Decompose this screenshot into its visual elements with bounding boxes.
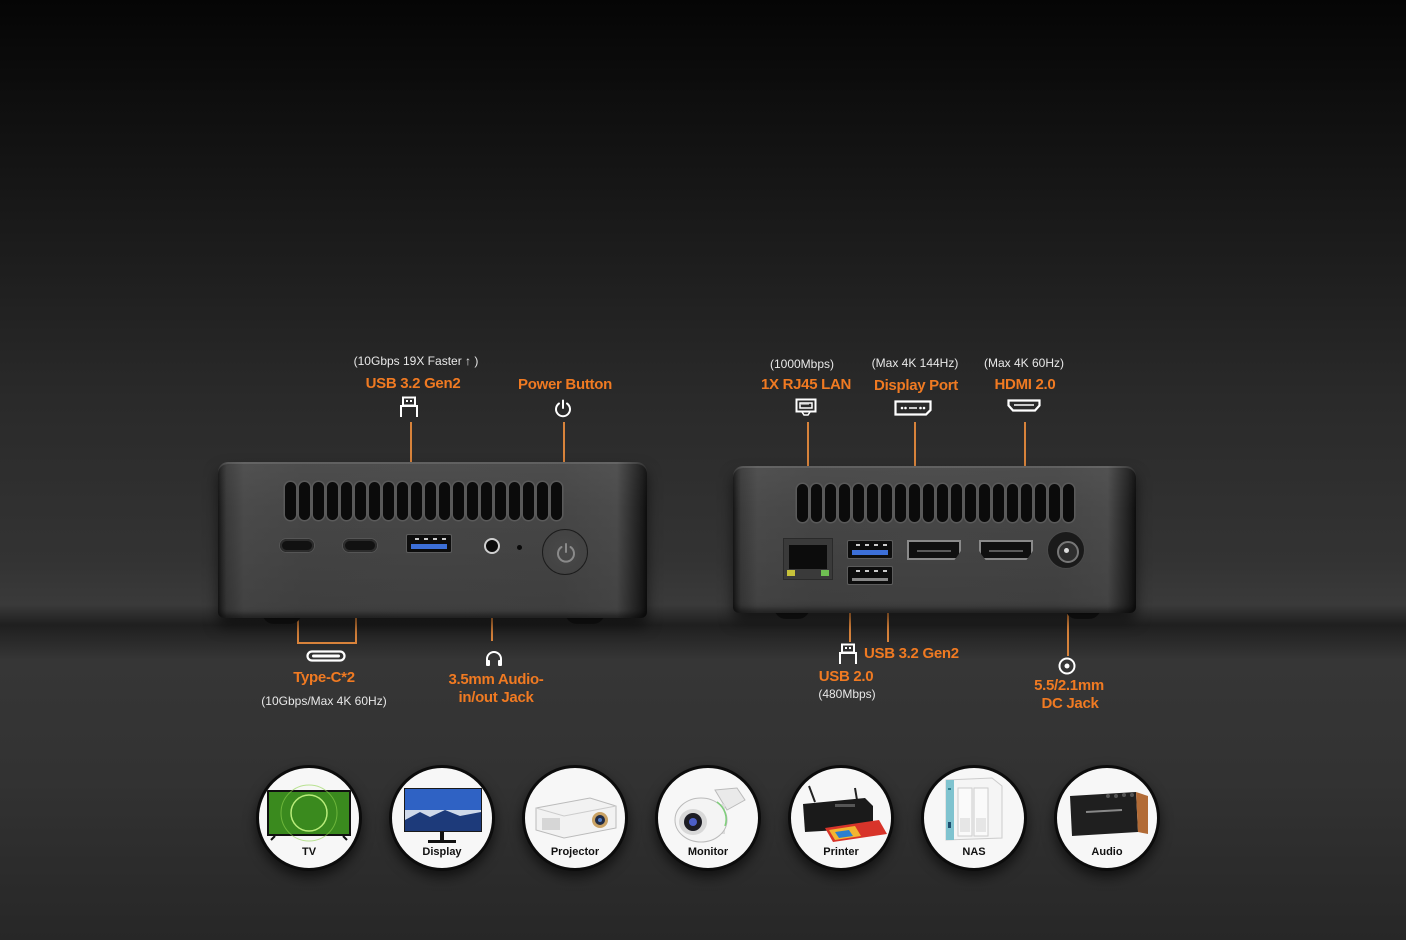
usb20-port xyxy=(847,566,893,585)
usb32-front-spec: (10Gbps 19X Faster ↑ ) xyxy=(353,354,479,368)
power-button-label: Power Button xyxy=(518,376,612,393)
security-camera-icon xyxy=(674,787,746,843)
lan-label: 1X RJ45 LAN xyxy=(760,376,852,393)
displayport-spec: (Max 4K 144Hz) xyxy=(871,356,959,370)
device-caption: NAS xyxy=(962,846,986,858)
device-caption: Projector xyxy=(550,846,600,858)
usb32-front-label: USB 3.2 Gen2 xyxy=(365,375,461,392)
device-circle-monitor: Monitor xyxy=(655,765,761,871)
device-circle-printer: Printer xyxy=(788,765,894,871)
ethernet-icon xyxy=(795,398,817,416)
nas-icon xyxy=(945,777,1003,841)
usb20-label: USB 2.0 xyxy=(818,668,874,685)
hdmi-spec: (Max 4K 60Hz) xyxy=(983,356,1065,370)
headphones-icon xyxy=(486,651,502,666)
audio-label-line1: 3.5mm Audio- xyxy=(448,671,544,688)
dc-jack-port xyxy=(1047,531,1085,569)
status-led xyxy=(517,545,522,550)
power-button[interactable] xyxy=(542,529,588,575)
dc-jack-icon xyxy=(1058,657,1076,675)
usb-c-port-2 xyxy=(343,539,377,552)
displayport-icon xyxy=(894,400,932,416)
vent-grille xyxy=(797,484,1074,522)
typec-label: Type-C*2 xyxy=(293,669,355,686)
audio-label-line2: in/out Jack xyxy=(458,689,534,706)
usb-a-icon xyxy=(400,396,418,417)
mini-pc-rear xyxy=(733,466,1136,613)
usb-c-icon xyxy=(306,650,346,662)
projector-icon xyxy=(535,797,617,839)
device-circle-projector: Projector xyxy=(522,765,628,871)
rj45-port xyxy=(783,538,833,580)
usb-c-port-1 xyxy=(280,539,314,552)
device-circle-nas: NAS xyxy=(921,765,1027,871)
printer-icon xyxy=(803,785,887,842)
device-caption: Display xyxy=(422,846,462,858)
hdmi-icon xyxy=(1007,399,1041,412)
usb32-rear-label: USB 3.2 Gen2 xyxy=(864,645,959,662)
dc-label-line1: 5.5/2.1mm xyxy=(1034,677,1104,694)
power-icon xyxy=(555,399,571,418)
dc-label-line2: DC Jack xyxy=(1041,695,1099,712)
speaker-icon xyxy=(1070,792,1148,836)
lan-spec: (1000Mbps) xyxy=(769,357,835,371)
usb32-port-front xyxy=(406,534,452,553)
device-circle-display: Display xyxy=(389,765,495,871)
hdmi-port xyxy=(979,540,1033,560)
device-circle-tv: TV xyxy=(256,765,362,871)
display-icon xyxy=(404,788,482,843)
typec-spec: (10Gbps/Max 4K 60Hz) xyxy=(261,694,387,708)
vent-grille xyxy=(285,482,562,520)
device-caption: Monitor xyxy=(687,846,729,858)
usb-a-icon xyxy=(839,643,857,664)
power-icon xyxy=(557,543,575,563)
audio-jack xyxy=(484,538,500,554)
device-caption: Printer xyxy=(823,846,859,858)
displayport-label: Display Port xyxy=(874,377,958,394)
mini-pc-front xyxy=(218,462,647,618)
displayport-port xyxy=(907,540,961,560)
hdmi-label: HDMI 2.0 xyxy=(994,376,1056,393)
tv-icon xyxy=(267,784,351,842)
device-circle-audio: Audio xyxy=(1054,765,1160,871)
device-caption: Audio xyxy=(1091,846,1123,858)
device-caption: TV xyxy=(301,846,317,858)
usb32-port-rear xyxy=(847,540,893,559)
usb20-spec: (480Mbps) xyxy=(818,687,876,701)
